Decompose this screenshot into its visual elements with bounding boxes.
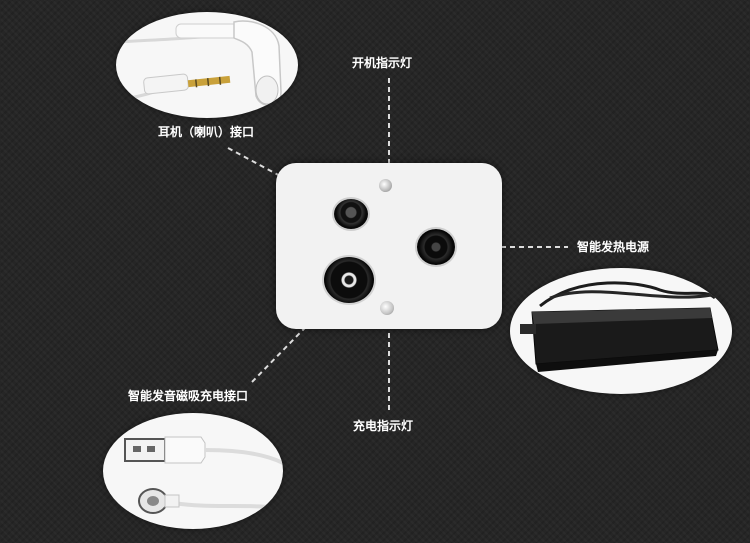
magnetic-charging-jack[interactable] — [324, 257, 374, 303]
power-input-jack[interactable] — [417, 229, 455, 265]
label-heating-power: 智能发热电源 — [577, 240, 650, 254]
usb-cable-photo — [103, 413, 283, 529]
charging-indicator-led — [380, 301, 394, 315]
power-adapter-illustration — [520, 281, 726, 372]
headphone-illustration — [116, 20, 282, 106]
headphone-port-jack[interactable] — [334, 199, 368, 229]
power-indicator-led — [379, 179, 392, 192]
label-headphone-port: 耳机（喇叭）接口 — [158, 125, 255, 139]
power-adapter-photo — [510, 268, 732, 394]
device-panel — [276, 163, 502, 329]
headphone-photo — [116, 12, 298, 118]
usb-cable-illustration — [124, 436, 283, 514]
label-charging-indicator: 充电指示灯 — [353, 419, 414, 433]
label-power-indicator: 开机指示灯 — [352, 56, 413, 70]
label-magnetic-charging-port: 智能发音磁吸充电接口 — [128, 389, 249, 403]
